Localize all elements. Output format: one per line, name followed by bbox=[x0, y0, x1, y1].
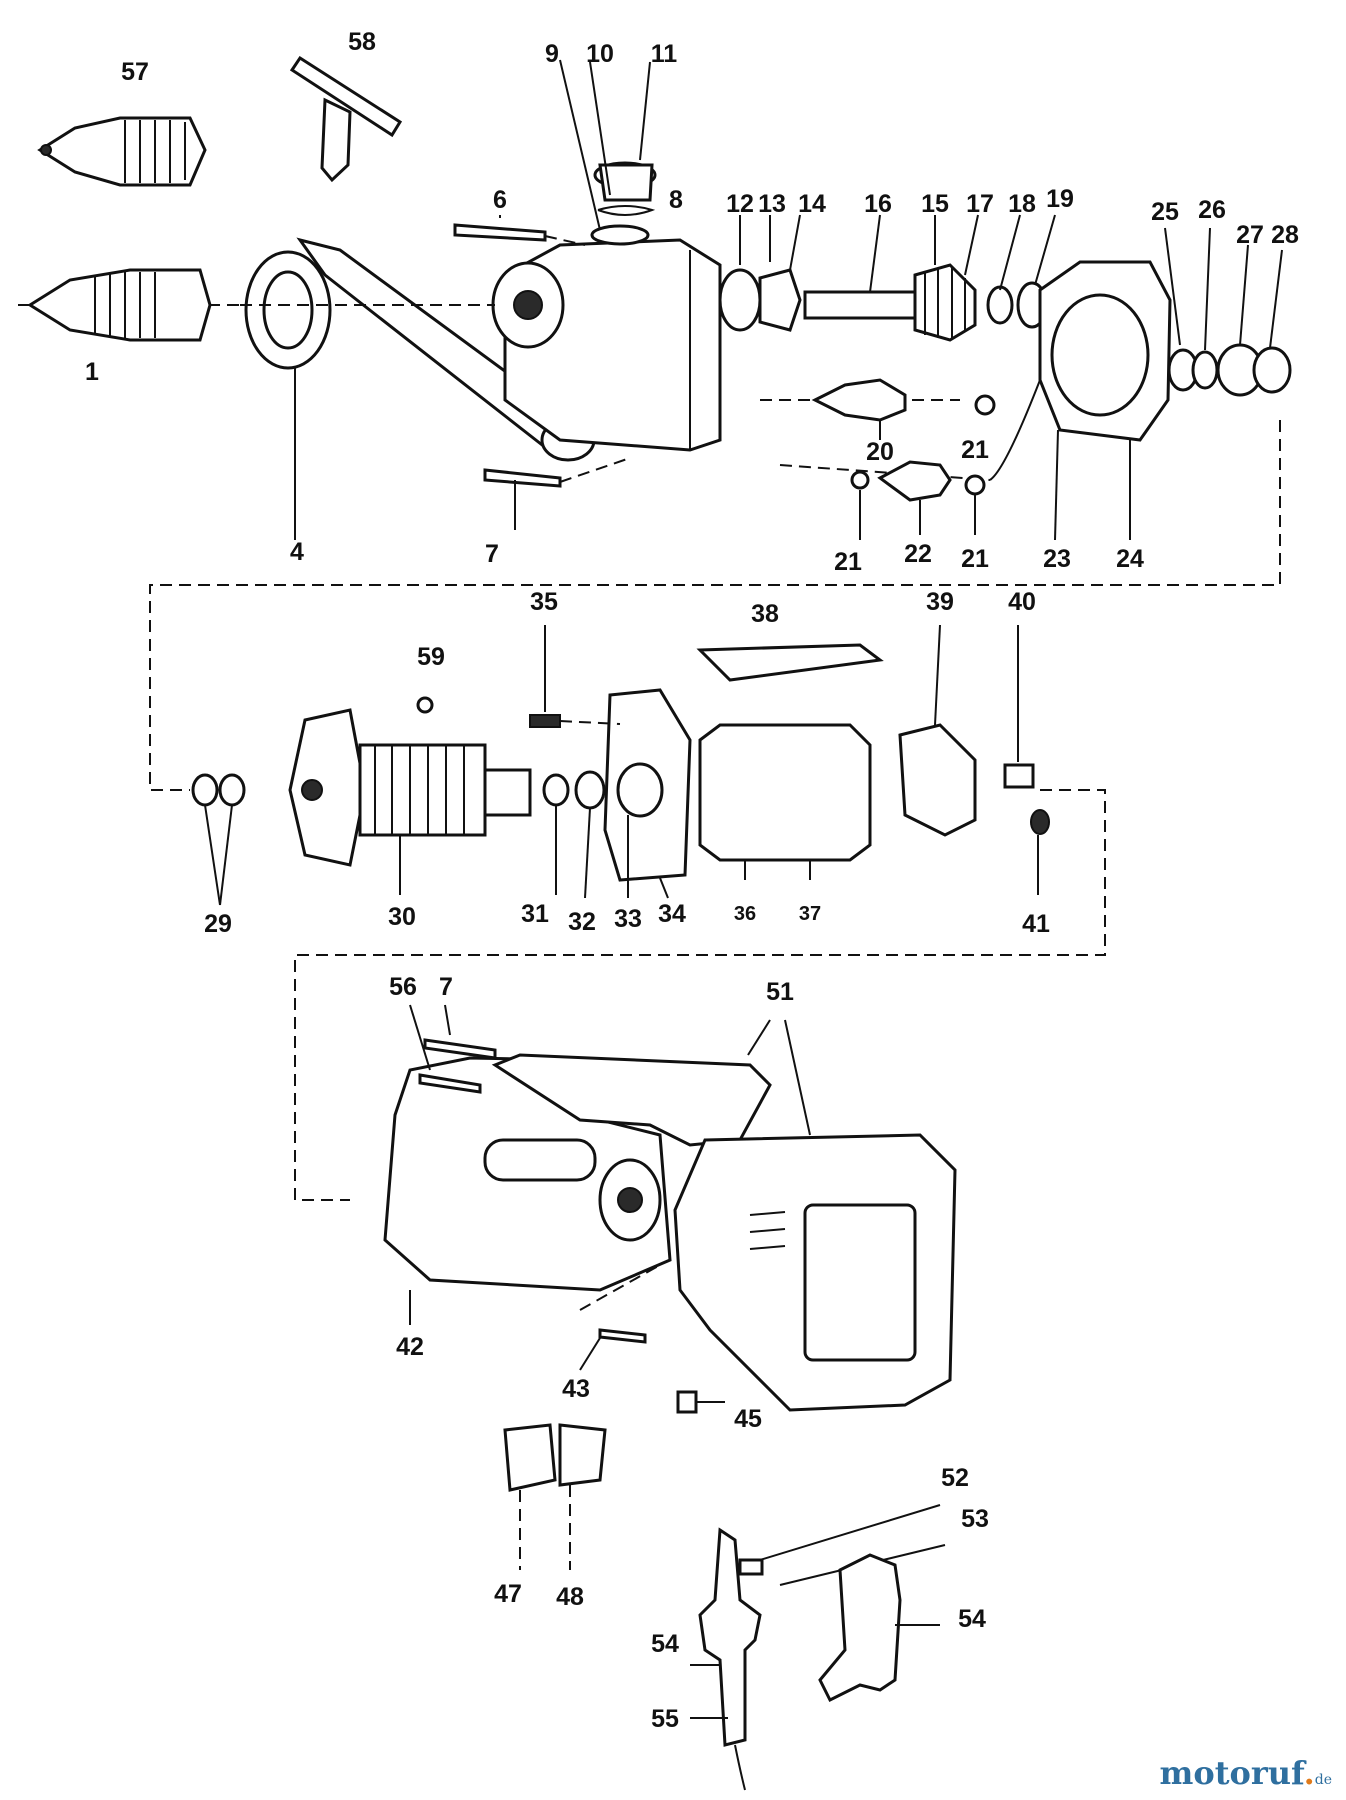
callout-51: 51 bbox=[766, 978, 794, 1006]
callout-14: 14 bbox=[798, 190, 826, 218]
part-52-55-cord-assembly bbox=[690, 1504, 946, 1791]
callout-54-left: 54 bbox=[651, 1630, 679, 1658]
callout-43: 43 bbox=[562, 1375, 590, 1403]
callout-24: 24 bbox=[1116, 545, 1144, 573]
callout-26: 26 bbox=[1198, 196, 1226, 224]
part-12-19-spindle-assembly bbox=[718, 214, 1056, 342]
callout-40: 40 bbox=[1008, 588, 1036, 616]
callout-36: 36 bbox=[734, 903, 756, 925]
callout-6: 6 bbox=[493, 186, 507, 214]
callout-19: 19 bbox=[1046, 185, 1074, 213]
part-47-48-switch bbox=[503, 1423, 607, 1570]
part-58-chuck-key bbox=[289, 55, 403, 183]
part-8-gear-housing bbox=[240, 238, 722, 452]
part-35-spring bbox=[529, 625, 621, 728]
part-25-28-bearing-set bbox=[1164, 227, 1292, 397]
part-31-34-bearing-housing bbox=[542, 688, 692, 899]
callout-10: 10 bbox=[586, 40, 614, 68]
part-40-41-brushes bbox=[1003, 625, 1050, 895]
part-39-brush-holder bbox=[898, 624, 977, 837]
callout-7: 7 bbox=[485, 540, 499, 568]
callout-1: 1 bbox=[85, 358, 99, 386]
callout-41: 41 bbox=[1022, 910, 1050, 938]
callout-32: 32 bbox=[568, 908, 596, 936]
part-24-gear-cover bbox=[989, 260, 1172, 541]
callout-47: 47 bbox=[494, 1580, 522, 1608]
part-51-handle-housing bbox=[491, 1019, 957, 1412]
callout-18: 18 bbox=[1008, 190, 1036, 218]
part-1-chuck bbox=[18, 268, 240, 342]
watermark-text: motoruf bbox=[1159, 1754, 1304, 1792]
callout-12: 12 bbox=[726, 190, 754, 218]
part-57-chuck bbox=[37, 116, 207, 187]
callout-29: 29 bbox=[204, 910, 232, 938]
part-59-nut bbox=[416, 696, 434, 714]
callout-39: 39 bbox=[926, 588, 954, 616]
callout-59: 59 bbox=[417, 643, 445, 671]
callout-16: 16 bbox=[864, 190, 892, 218]
callout-13: 13 bbox=[758, 190, 786, 218]
part-56-7-screws bbox=[409, 1004, 497, 1094]
part-38-plate bbox=[696, 643, 884, 682]
callout-54-right: 54 bbox=[958, 1605, 986, 1633]
assembly-frame-1 bbox=[149, 420, 1281, 791]
part-20-22-gears bbox=[760, 378, 996, 540]
callout-57: 57 bbox=[121, 58, 149, 86]
callout-4: 4 bbox=[290, 538, 304, 566]
callout-33: 33 bbox=[614, 905, 642, 933]
callout-34: 34 bbox=[658, 900, 686, 928]
callout-45: 45 bbox=[734, 1405, 762, 1433]
callout-42: 42 bbox=[396, 1333, 424, 1361]
callout-35: 35 bbox=[530, 588, 558, 616]
callout-22: 22 bbox=[904, 540, 932, 568]
callout-21-lower-right: 21 bbox=[961, 545, 989, 573]
callout-15: 15 bbox=[921, 190, 949, 218]
callout-30: 30 bbox=[388, 903, 416, 931]
watermark-tld: de bbox=[1314, 1772, 1332, 1788]
part-9-11-seal-spring bbox=[559, 59, 657, 246]
callout-9: 9 bbox=[545, 40, 559, 68]
callout-58: 58 bbox=[348, 28, 376, 56]
callout-21-upper: 21 bbox=[961, 436, 989, 464]
part-42-motor-housing bbox=[383, 1056, 672, 1325]
callout-31: 31 bbox=[521, 900, 549, 928]
part-43-screw bbox=[579, 1264, 661, 1371]
callout-37: 37 bbox=[799, 903, 821, 925]
part-30-armature bbox=[288, 708, 532, 895]
callout-7-lower: 7 bbox=[439, 973, 453, 1001]
callout-21-lower-left: 21 bbox=[834, 548, 862, 576]
part-36-37-field-housing bbox=[698, 723, 872, 880]
part-6-screw bbox=[453, 215, 586, 246]
callout-8: 8 bbox=[669, 186, 683, 214]
callout-23: 23 bbox=[1043, 545, 1071, 573]
callout-25: 25 bbox=[1151, 198, 1179, 226]
callout-56: 56 bbox=[389, 973, 417, 1001]
callout-27: 27 bbox=[1236, 221, 1264, 249]
motoruf-watermark: motoruf.de bbox=[1160, 1754, 1332, 1792]
callout-53: 53 bbox=[961, 1505, 989, 1533]
part-45-clip bbox=[676, 1390, 725, 1414]
part-29-washers bbox=[191, 773, 246, 906]
assembly-frame-2 bbox=[294, 789, 1106, 1201]
callout-48: 48 bbox=[556, 1583, 584, 1611]
callout-28: 28 bbox=[1271, 221, 1299, 249]
callout-17: 17 bbox=[966, 190, 994, 218]
callout-11: 11 bbox=[651, 40, 678, 68]
part-7-screw bbox=[483, 457, 631, 530]
callout-55: 55 bbox=[651, 1705, 679, 1733]
callout-52: 52 bbox=[941, 1464, 969, 1492]
callout-38: 38 bbox=[751, 600, 779, 628]
watermark-dot: . bbox=[1303, 1754, 1315, 1792]
callout-20: 20 bbox=[866, 438, 894, 466]
